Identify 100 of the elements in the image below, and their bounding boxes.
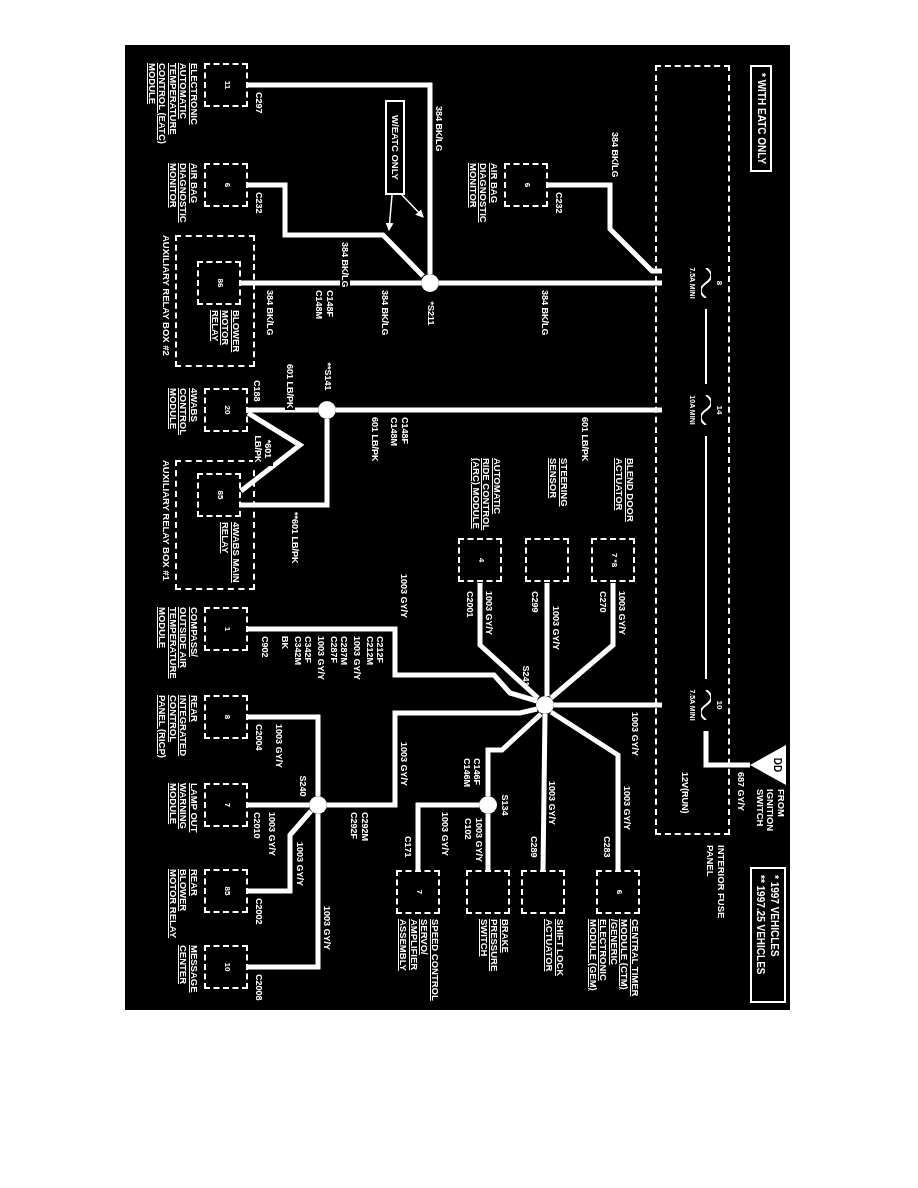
wire — [336, 407, 662, 413]
wire-label: 1003 GY/Y — [274, 723, 284, 770]
component-label: BLEND DOOR ACTUATOR — [614, 458, 635, 524]
connector-label: C148F — [400, 416, 410, 445]
connector-label: C171 — [403, 835, 413, 859]
component-label: REAR INTEGRATED CONTROL PANEL (RICP) — [157, 695, 199, 760]
footnote-key: ** 1997.25 VEHICLES — [754, 875, 766, 975]
connector-label: C342F — [303, 635, 313, 664]
splice-label: **S141 — [322, 361, 333, 393]
connector-label: C287F — [329, 635, 339, 664]
splice-label: S134 — [499, 793, 510, 818]
pin-number: 7 — [222, 801, 232, 810]
connector-label: C2001 — [465, 590, 475, 619]
pin-number: 7 *8 — [609, 551, 619, 570]
wire — [248, 714, 321, 796]
component-label: SHIFT LOCK ACTUATOR — [544, 919, 565, 978]
voltage-label: 12V(RUN) — [680, 771, 690, 815]
wire — [439, 280, 662, 286]
pin-number: 4 — [476, 556, 486, 565]
component-label: AUTOMATIC RIDE CONTROL (ARC) MODULE — [470, 458, 502, 533]
wire — [705, 308, 707, 385]
connector-label: C283 — [602, 835, 612, 859]
component-label: 4WABS MAIN RELAY — [220, 522, 241, 585]
wire-label: 1003 GY/Y — [316, 635, 326, 682]
splice-label: *S211 — [425, 300, 436, 328]
pin-number: 20 — [222, 404, 232, 417]
wire-label: 384 BK/LG — [610, 131, 620, 179]
wire-label: 1003 GY/Y — [622, 785, 632, 832]
wire-label: 1003 GY/Y — [551, 605, 561, 652]
connector-label: C299 — [530, 590, 540, 614]
wire-label: 687 GY/Y — [736, 771, 746, 813]
wire-label: 1003 GY/Y — [295, 841, 305, 888]
component-label: AUXILIARY RELAY BOX #1 — [160, 460, 171, 583]
wire — [248, 809, 313, 894]
footnote-key: * 1997 VEHICLES — [768, 875, 780, 957]
pin-number: 6 — [614, 888, 624, 897]
connector-label: C292F — [349, 811, 359, 840]
component-label: AIR BAG DIAGNOSTIC MONITOR — [467, 163, 499, 225]
connector-label: C902 — [260, 635, 270, 659]
wire-label: 1003 GY/Y — [399, 741, 409, 788]
fuse-number: 14 — [714, 404, 724, 417]
wire — [248, 802, 309, 808]
connector-label: C148F — [325, 289, 335, 318]
pin-number: 1 — [222, 625, 232, 634]
wire-label: 1003 GY/Y — [630, 711, 640, 758]
wire — [248, 626, 538, 704]
connector-label: C188 — [252, 379, 262, 403]
fuse-number: 10 — [714, 699, 724, 712]
pin-number: 86 — [215, 277, 225, 290]
wire-label: 384 BK/LG — [340, 241, 350, 289]
wire — [241, 419, 330, 508]
connector-label: C232 — [254, 191, 264, 215]
pin-number: 10 — [222, 961, 232, 974]
wire-label: 384 BK/LG — [434, 105, 444, 153]
wire — [415, 802, 479, 870]
wire-label: BK — [280, 635, 290, 650]
connector-label: C287M — [339, 635, 349, 666]
wire — [248, 182, 425, 278]
component-label: AUXILIARY RELAY BOX #2 — [160, 235, 171, 358]
wire — [548, 182, 662, 274]
splice-label: S240 — [297, 774, 308, 799]
connector-label: C212M — [365, 635, 375, 666]
connector-label: C232 — [554, 191, 564, 215]
wire-label: 1003 GY/Y — [322, 905, 332, 952]
pin-number: 85 — [215, 489, 225, 502]
pin-number: 11 — [222, 79, 232, 92]
component-label: COMPASS/ OUTSIDE AIR TEMPERATURE MODULE — [157, 607, 199, 681]
connector-label: C2010 — [252, 811, 262, 840]
component-label: LAMP OUT WARNING MODULE — [167, 783, 199, 835]
pin-number: 6 — [222, 181, 232, 190]
connector-label: C212F — [375, 635, 385, 664]
wire — [540, 713, 548, 871]
pin-number: 85 — [222, 885, 232, 898]
component-label: ELECTRONIC AUTOMATIC TEMPERATURE CONTROL (EATC) MODULE — [146, 63, 199, 146]
wire — [485, 712, 543, 796]
wire-label: 1003 GY/Y — [267, 811, 277, 858]
leader-arrow — [401, 194, 424, 218]
wire — [248, 407, 318, 413]
component-label: BRAKE PRESSURE SWITCH — [478, 919, 510, 974]
leader-arrow — [385, 194, 394, 231]
wire — [705, 435, 707, 680]
connector-label: C146M — [462, 757, 472, 788]
wire — [327, 706, 538, 808]
wire-label: 384 BK/LG — [540, 289, 550, 337]
pin-number: 7 — [414, 888, 424, 897]
connector-code: DD — [772, 756, 783, 775]
wire-label: 601 LB/PK — [580, 416, 590, 463]
source-label: FROM IGNITION SWITCH — [754, 789, 786, 834]
connector-label: C2004 — [254, 723, 264, 752]
pin-number: 6 — [522, 181, 532, 190]
connector-label: C146F — [472, 757, 482, 786]
connector-label: C289 — [529, 835, 539, 859]
component-label: REAR BLOWER MOTOR RELAY — [167, 869, 199, 939]
component-label: SPEED CONTROL SERVO/ AMPLIFIER ASSEMBLY — [398, 919, 440, 1003]
wire-label: 601 LB/PK — [370, 416, 380, 463]
wire — [241, 280, 421, 286]
wire — [554, 702, 662, 708]
wire-label: 1003 GY/Y — [352, 635, 362, 682]
wire — [544, 583, 550, 696]
component-label: STEERING SENSOR — [548, 458, 569, 509]
